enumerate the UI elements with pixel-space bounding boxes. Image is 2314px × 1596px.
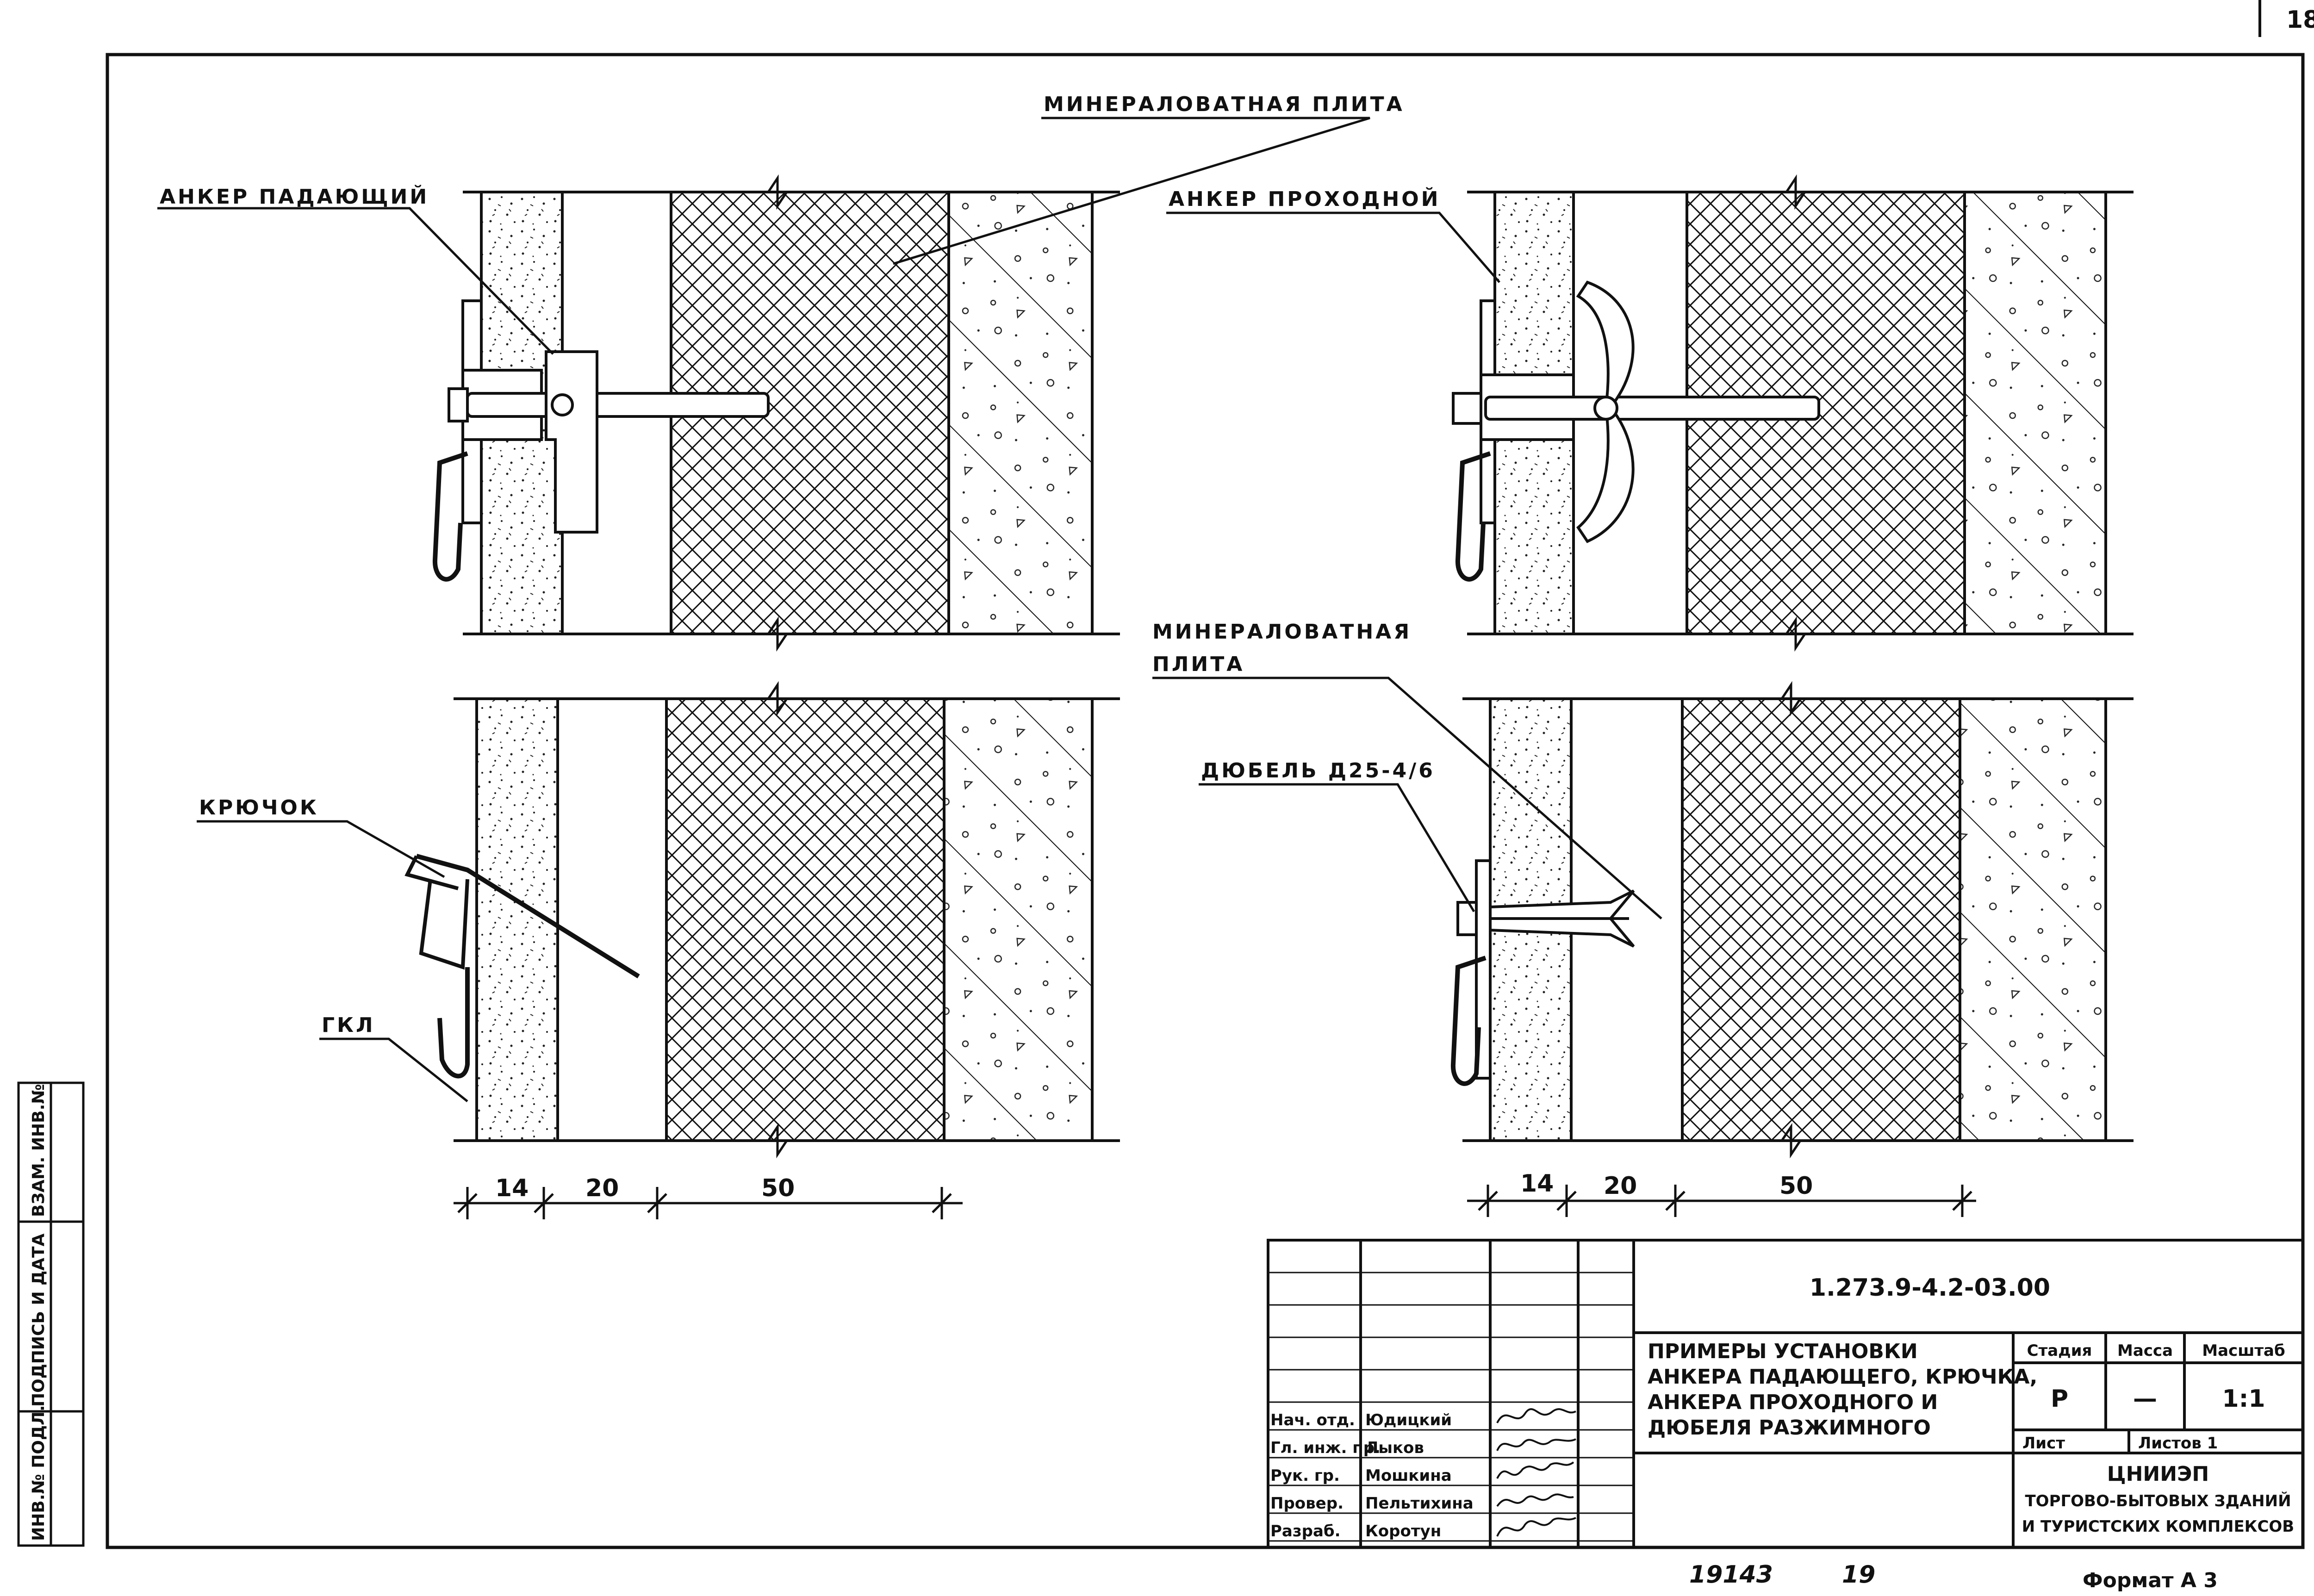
dim-right-2: 20 — [1604, 1172, 1637, 1200]
label-anchor-through: АНКЕР ПРОХОДНОЙ — [1169, 186, 1441, 211]
sheet-label: Лист — [2022, 1434, 2065, 1453]
sig-name-1: Юдицкий — [1365, 1411, 1452, 1429]
label-gkl: ГКЛ — [322, 1013, 375, 1037]
dimension-left — [454, 1187, 963, 1219]
org-line-3: И ТУРИСТСКИХ КОМПЛЕКСОВ — [2022, 1517, 2294, 1536]
mass-value: — — [2133, 1385, 2157, 1413]
org-line-2: ТОРГОВО-БЫТОВЫХ ЗДАНИЙ — [2025, 1491, 2291, 1510]
scale-header: Масштаб — [2202, 1341, 2285, 1360]
label-mineral-plate-mid-1: МИНЕРАЛОВАТНАЯ — [1152, 620, 1412, 644]
label-mineral-plate-top: МИНЕРАЛОВАТНАЯ ПЛИТА — [1044, 93, 1405, 116]
stamp-vzam-inv: ВЗАМ. ИНВ.№ — [29, 1084, 48, 1217]
sig-name-2: Лыков — [1365, 1439, 1424, 1457]
dim-left-1: 14 — [495, 1174, 529, 1202]
stage-value: Р — [2051, 1385, 2068, 1413]
sheets-label: Листов 1 — [2138, 1434, 2218, 1453]
inventory-number: 19143 — [1689, 1561, 1773, 1589]
sig-name-5: Коротун — [1365, 1522, 1441, 1540]
dim-left-2: 20 — [585, 1174, 619, 1202]
leader-lines — [157, 117, 1662, 1102]
label-hook: КРЮЧОК — [199, 796, 319, 820]
title-line-1: ПРИМЕРЫ УСТАНОВКИ — [1648, 1340, 1918, 1363]
format-label: Формат А 3 — [2083, 1569, 2218, 1592]
detail-dowel — [1453, 681, 2134, 1159]
sig-name-4: Пельтихина — [1365, 1494, 1474, 1513]
stage-header: Стадия — [2027, 1341, 2092, 1360]
detail-anchor-falling — [435, 174, 1120, 652]
label-dowel: ДЮБЕЛЬ Д25-4/6 — [1201, 759, 1435, 782]
title-line-4: ДЮБЕЛЯ РАЗЖИМНОГО — [1648, 1416, 1931, 1440]
dimension-right — [1467, 1185, 1976, 1217]
handwritten-signatures — [1496, 1408, 1576, 1537]
label-mineral-plate-mid-2: ПЛИТА — [1152, 652, 1244, 676]
detail-anchor-through — [1452, 174, 2134, 652]
dim-right-3: 50 — [1779, 1172, 1813, 1200]
drawing-frame — [106, 53, 2305, 1549]
scale-value: 1:1 — [2222, 1385, 2265, 1413]
sig-name-3: Мошкина — [1365, 1466, 1452, 1485]
sig-role-3: Рук. гр. — [1270, 1466, 1340, 1485]
side-stamp — [17, 1081, 85, 1547]
stamp-signature-date: ПОДПИСЬ И ДАТА — [29, 1233, 48, 1407]
dim-right-1: 14 — [1520, 1170, 1554, 1198]
title-line-2: АНКЕРА ПАДАЮЩЕГО, КРЮЧКА, — [1648, 1365, 2037, 1389]
sig-role-5: Разраб. — [1270, 1522, 1341, 1540]
title-block-rows — [1268, 1272, 1634, 1542]
title-line-3: АНКЕРА ПРОХОДНОГО И — [1648, 1391, 1938, 1414]
dim-left-3: 50 — [761, 1174, 795, 1202]
doc-code: 1.273.9-4.2-03.00 — [1810, 1274, 2050, 1302]
org-line-1: ЦНИИЭП — [2107, 1462, 2209, 1486]
label-anchor-falling: АНКЕР ПАДАЮЩИЙ — [160, 184, 429, 209]
sheet-number: 18 — [2286, 6, 2314, 34]
sig-role-4: Провер. — [1270, 1494, 1344, 1513]
detail-hook — [404, 681, 1120, 1159]
stamp-inv-podl: ИНВ.№ ПОДЛ. — [29, 1405, 48, 1541]
sig-role-2: Гл. инж. пр. — [1270, 1439, 1381, 1457]
mass-header: Масса — [2117, 1341, 2173, 1360]
sig-role-1: Нач. отд. — [1270, 1411, 1355, 1429]
title-block — [1267, 1239, 2304, 1549]
page-number: 19 — [1842, 1561, 1875, 1589]
